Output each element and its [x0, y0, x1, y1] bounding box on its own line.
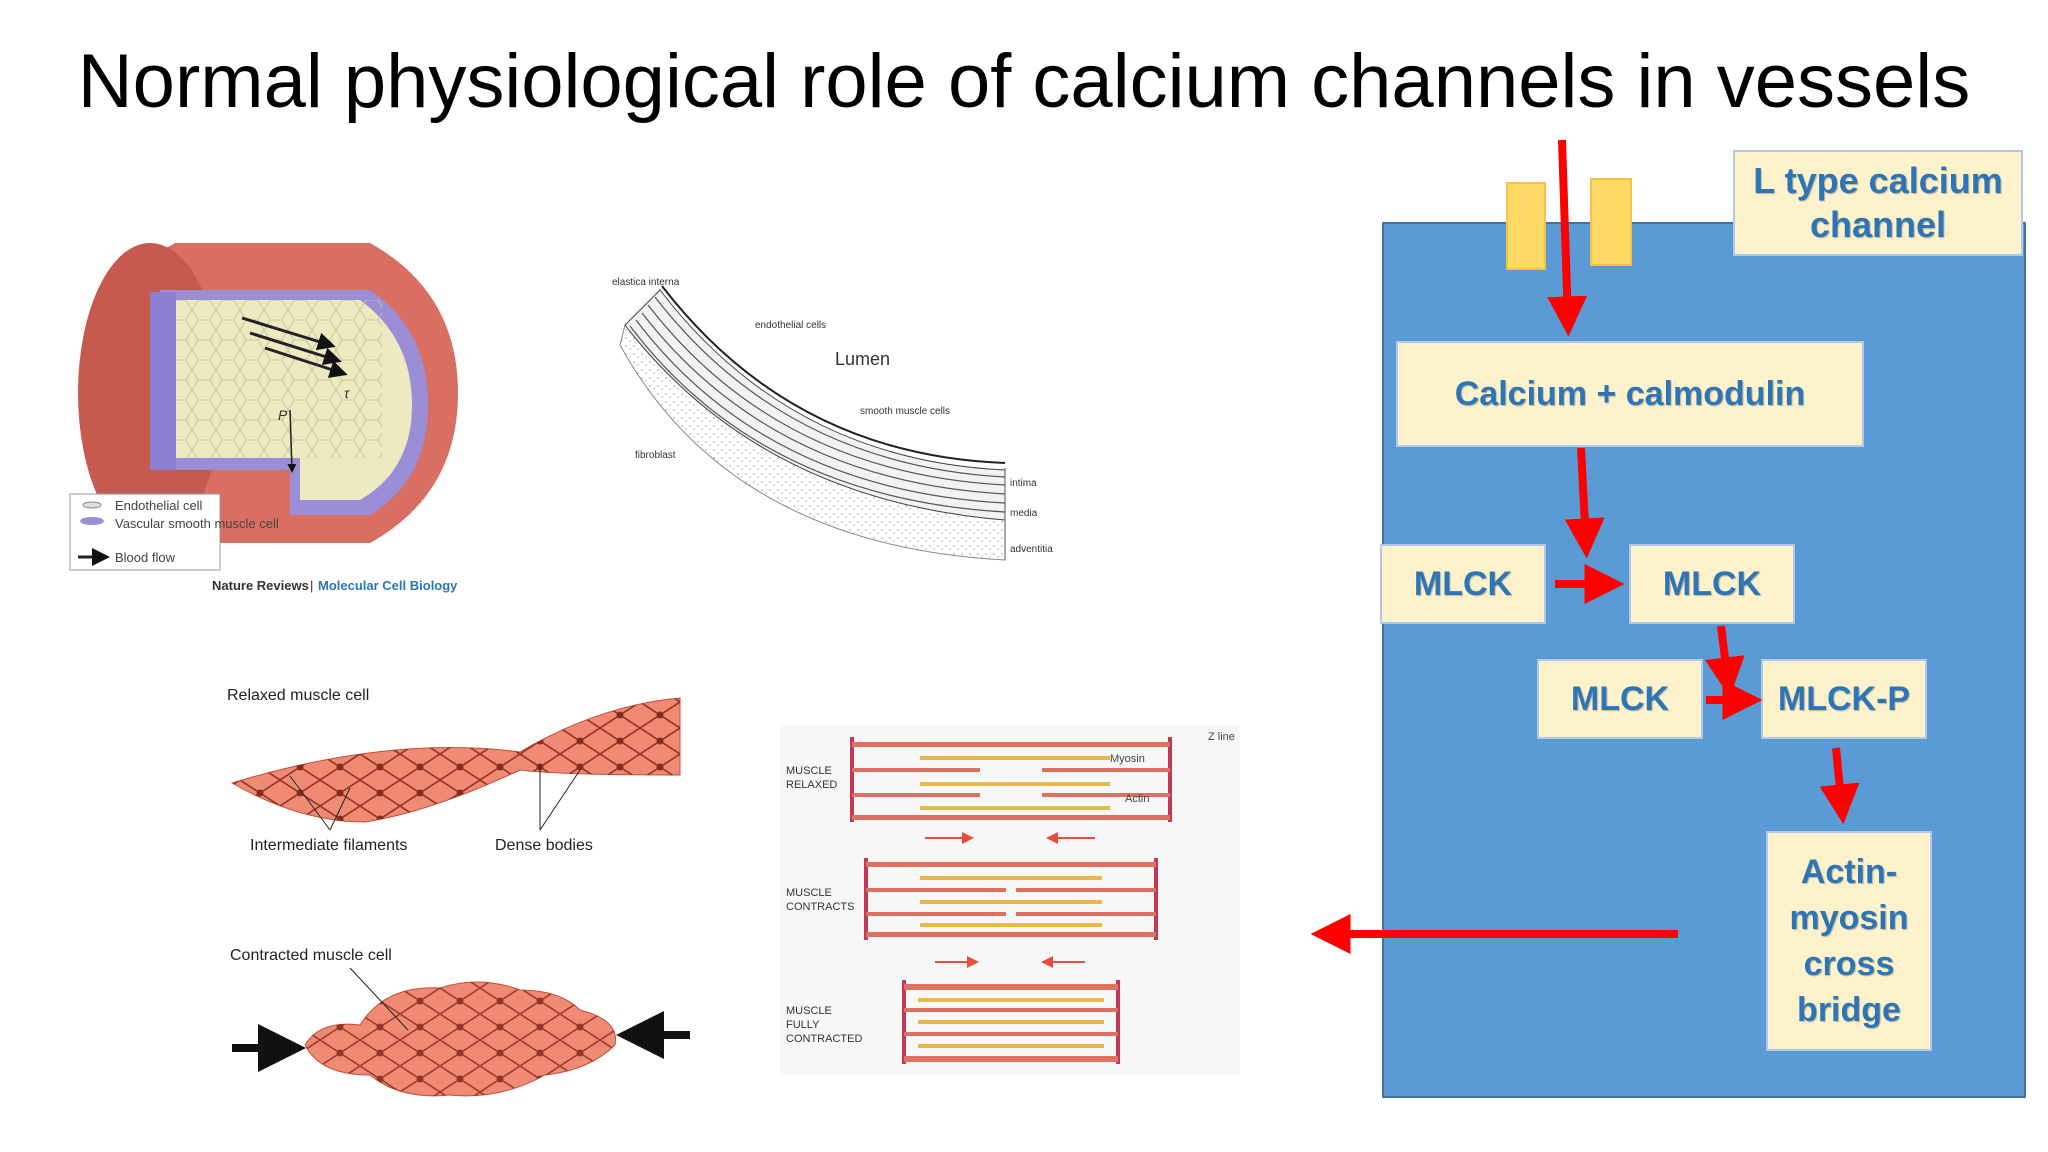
channel-label: L type calcium channel	[1753, 160, 2003, 245]
relaxed-label-1: MUSCLE	[786, 765, 832, 777]
sarcomere-diagram: Myosin Actin Z line MUSCLE RELAXED MUSCL…	[780, 725, 1240, 1075]
mlck-box-right: MLCK	[1629, 544, 1795, 624]
sarcomere-contracting	[864, 858, 1158, 940]
legend-blood-flow: Blood flow	[115, 550, 176, 565]
actin-label: Actin	[1125, 793, 1149, 805]
shear-label: τ	[344, 385, 350, 401]
pathway-arrows	[1310, 139, 1860, 954]
smooth-muscle-label: smooth muscle cells	[860, 406, 950, 417]
arrow-calmodulin-to-mlck	[1564, 447, 1605, 559]
fibroblast-label: fibroblast	[635, 450, 676, 461]
crossbridge-label: Actin-myosin cross bridge	[1789, 853, 1909, 1029]
mlck-p-label: MLCK-P	[1777, 679, 1911, 718]
credit-title: Molecular Cell Biology	[318, 578, 458, 593]
credit-journal: Nature Reviews	[212, 578, 309, 593]
dense-bodies-label: Dense bodies	[495, 837, 593, 854]
myosin-label: Myosin	[1110, 753, 1145, 765]
mlck-box-left: MLCK	[1380, 544, 1546, 624]
elastica-label: elastica interna	[612, 277, 680, 288]
pressure-label: P	[278, 407, 288, 423]
media-label: media	[1010, 508, 1038, 519]
relaxed-cell-label: Relaxed muscle cell	[227, 687, 369, 704]
channel-label-box: L type calcium channel	[1733, 150, 2023, 256]
calmodulin-label: Calcium + calmodulin	[1454, 374, 1806, 413]
vessel-wall-diagram: Lumen elastica interna endothelial cells…	[612, 277, 1053, 561]
mlck-p-box: MLCK-P	[1761, 659, 1927, 739]
mlck-box-lower: MLCK	[1537, 659, 1703, 739]
intima-label: intima	[1010, 478, 1037, 489]
muscle-cell-diagram: Relaxed muscle cell Intermediate filamen…	[227, 687, 690, 1097]
endothelial-label: endothelial cells	[755, 320, 826, 331]
calcium-calmodulin-box: Calcium + calmodulin	[1396, 341, 1864, 447]
adventitia-label: adventitia	[1010, 544, 1053, 555]
fully-label-3: CONTRACTED	[786, 1033, 862, 1045]
credit-separator: |	[310, 578, 313, 593]
sarcomere-fully-contracted	[902, 980, 1120, 1064]
contracted-cell-label: Contracted muscle cell	[230, 947, 392, 964]
sarcomere-relaxed	[850, 737, 1172, 822]
lumen-label: Lumen	[835, 349, 890, 369]
mlck-lower-label: MLCK	[1570, 679, 1670, 718]
fully-label-2: FULLY	[786, 1019, 820, 1031]
contracts-label-2: CONTRACTS	[786, 901, 854, 913]
filaments-label: Intermediate filaments	[250, 837, 407, 854]
arrow-mlckp-to-crossbridge	[1819, 747, 1860, 825]
crossbridge-box: Actin-myosin cross bridge	[1766, 831, 1932, 1051]
mlck-left-label: MLCK	[1413, 564, 1513, 603]
fully-label-1: MUSCLE	[786, 1005, 832, 1017]
vessel-illustration: P τ Endothelial cell Vascular smooth mus…	[69, 243, 458, 593]
legend-smooth-muscle: Vascular smooth muscle cell	[115, 516, 279, 531]
relaxed-label-2: RELAXED	[786, 779, 837, 791]
channel-right-subunit	[1590, 178, 1632, 266]
channel-left-subunit	[1506, 182, 1546, 270]
arrow-mlck-down	[1705, 625, 1745, 698]
contracts-label-1: MUSCLE	[786, 887, 832, 899]
mlck-right-label: MLCK	[1662, 564, 1762, 603]
legend-endothelial: Endothelial cell	[115, 498, 203, 513]
arrow-channel-to-calmodulin	[1547, 139, 1588, 337]
z-line-label: Z line	[1208, 731, 1235, 743]
slide-title: Normal physiological role of calcium cha…	[77, 39, 1971, 124]
